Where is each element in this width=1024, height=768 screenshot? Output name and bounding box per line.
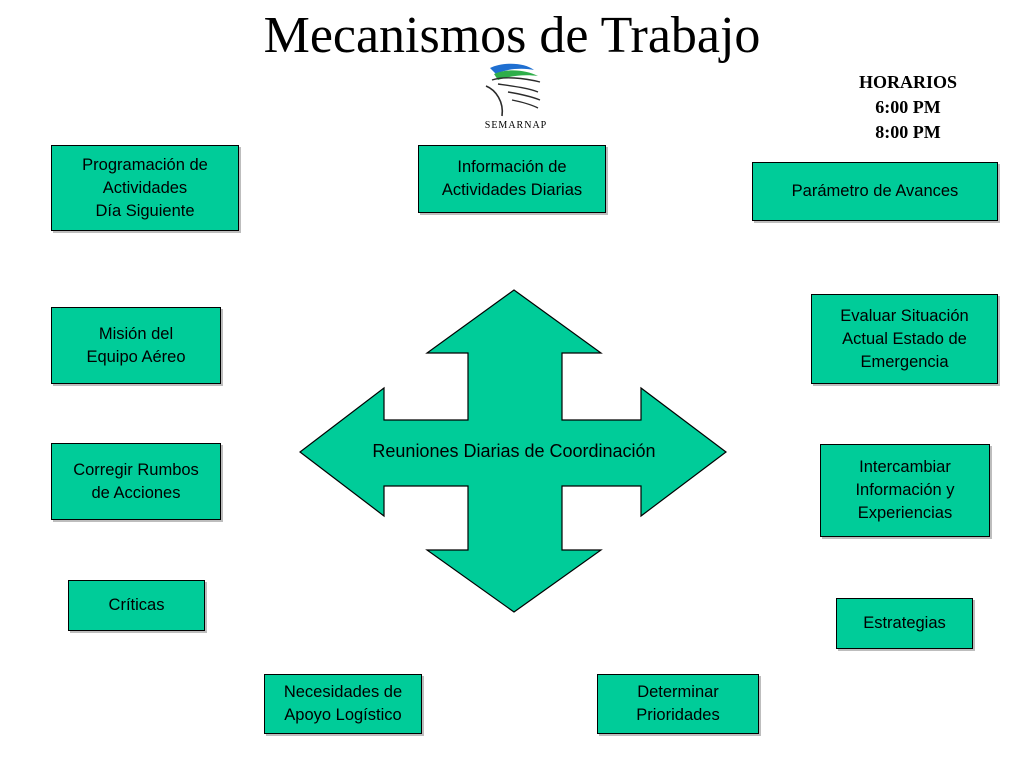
- schedule-time-2: 8:00 PM: [875, 122, 941, 142]
- logo-text: SEMARNAP: [484, 120, 548, 131]
- box-corregir: Corregir Rumbos de Acciones: [51, 443, 221, 520]
- box-criticas: Críticas: [68, 580, 205, 631]
- page-title: Mecanismos de Trabajo: [263, 7, 761, 64]
- box-intercambiar: Intercambiar Información y Experiencias: [820, 444, 990, 537]
- semarnap-logo-icon: [485, 63, 541, 117]
- schedule-heading: HORARIOS: [858, 72, 957, 92]
- box-mision: Misión del Equipo Aéreo: [51, 307, 221, 384]
- semarnap-logo: SEMARNAP: [468, 62, 564, 138]
- box-necesidades: Necesidades de Apoyo Logístico: [264, 674, 422, 734]
- box-evaluar: Evaluar Situación Actual Estado de Emerg…: [811, 294, 998, 384]
- box-parametro: Parámetro de Avances: [752, 162, 998, 221]
- schedule-block: HORARIOS 6:00 PM 8:00 PM: [828, 70, 988, 145]
- center-label: Reuniones Diarias de Coordinación: [372, 441, 656, 461]
- box-informacion: Información de Actividades Diarias: [418, 145, 606, 213]
- four-way-arrow-shape: [299, 289, 727, 613]
- box-determinar: Determinar Prioridades: [597, 674, 759, 734]
- schedule-time-1: 6:00 PM: [875, 97, 941, 117]
- box-estrategias: Estrategias: [836, 598, 973, 649]
- box-programacion: Programación de Actividades Día Siguient…: [51, 145, 239, 231]
